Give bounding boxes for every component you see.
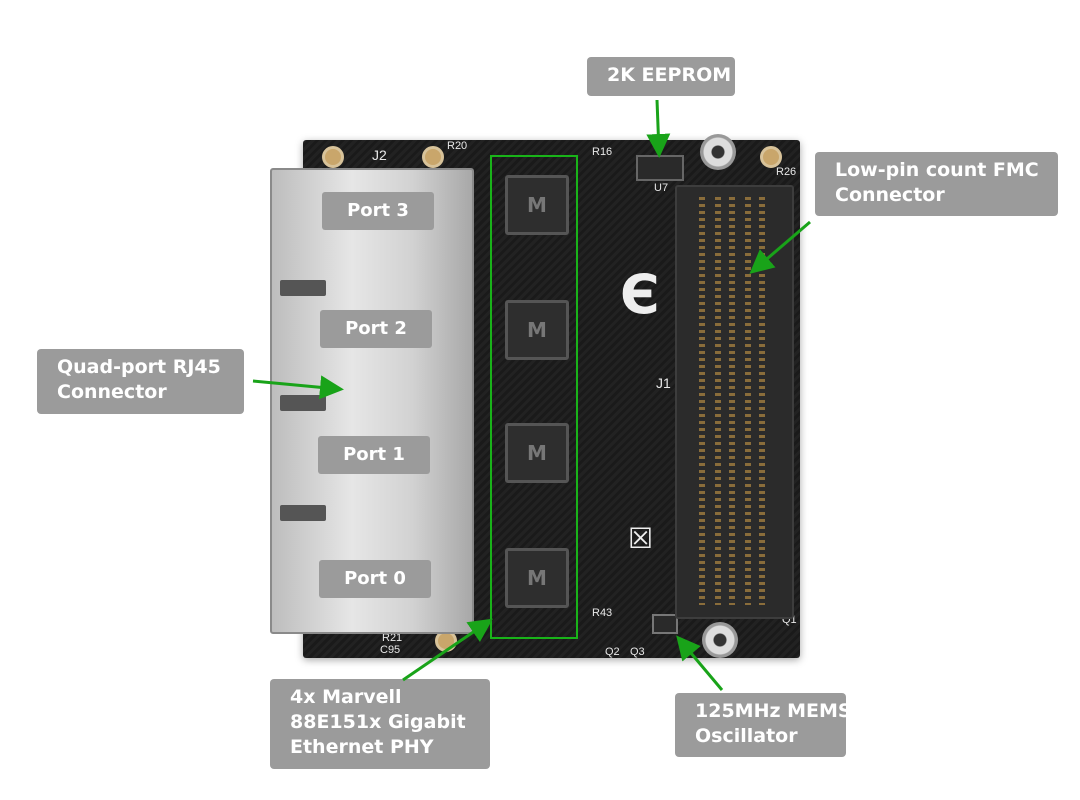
eeprom-chip — [636, 155, 684, 181]
silk-r21: R21 — [382, 632, 403, 644]
rj45-latch — [280, 505, 326, 521]
callout-text: Connector — [57, 381, 167, 403]
arrow-rj45 — [252, 375, 344, 400]
silk-j2: J2 — [372, 147, 387, 163]
oscillator-chip — [652, 614, 678, 634]
rj45-latch — [280, 395, 326, 411]
port-1-label: Port 1 — [318, 436, 430, 474]
standoff-nut — [702, 622, 738, 658]
arrow-fmc — [749, 220, 811, 274]
port-2-label: Port 2 — [320, 310, 432, 348]
callout-fmc: Low-pin count FMC Connector — [815, 152, 1058, 216]
callout-text: Oscillator — [695, 725, 798, 747]
silk-r16: R16 — [592, 146, 613, 158]
silk-r43: R43 — [592, 607, 613, 619]
phy-highlight-box — [490, 155, 578, 639]
mounting-hole — [760, 146, 782, 168]
silk-q3: Q3 — [630, 646, 645, 658]
silk-r26: R26 — [776, 166, 797, 178]
ce-mark-icon: Є — [620, 263, 660, 326]
callout-text: 88E151x Gigabit — [290, 711, 466, 733]
callout-text: 4x Marvell — [290, 686, 402, 708]
callout-text: Low-pin count FMC — [835, 159, 1039, 181]
arrow-oscillator — [676, 635, 724, 691]
silk-c95: C95 — [380, 644, 401, 656]
phy-chip: M — [505, 175, 569, 235]
port-0-label: Port 0 — [319, 560, 431, 598]
arrow-phy — [402, 618, 493, 682]
callout-text: Connector — [835, 184, 945, 206]
rj45-latch — [280, 280, 326, 296]
marvell-logo-icon: M — [527, 566, 547, 590]
callout-eeprom: 2K EEPROM — [587, 57, 735, 96]
port-3-label: Port 3 — [322, 192, 434, 230]
silk-j1: J1 — [656, 375, 671, 391]
fmc-connector — [675, 185, 794, 619]
arrow-eeprom — [646, 99, 671, 158]
marvell-logo-icon: M — [527, 193, 547, 217]
callout-oscillator: 125MHz MEMS Oscillator — [675, 693, 846, 757]
rj45-connector — [270, 168, 474, 634]
callout-text: Quad-port RJ45 — [57, 356, 221, 378]
phy-chip: M — [505, 548, 569, 608]
silk-r20: R20 — [447, 140, 468, 152]
mounting-hole — [322, 146, 344, 168]
marvell-logo-icon: M — [527, 441, 547, 465]
standoff-nut — [700, 134, 736, 170]
callout-text: 125MHz MEMS — [695, 700, 846, 722]
weee-bin-icon: ☒ — [628, 522, 654, 555]
marvell-logo-icon: M — [527, 318, 547, 342]
callout-text: 2K EEPROM — [607, 64, 732, 86]
phy-chip: M — [505, 423, 569, 483]
mounting-hole — [422, 146, 444, 168]
callout-text: Ethernet PHY — [290, 736, 434, 758]
phy-chip: M — [505, 300, 569, 360]
silk-q2: Q2 — [605, 646, 620, 658]
silk-u7: U7 — [654, 182, 669, 194]
